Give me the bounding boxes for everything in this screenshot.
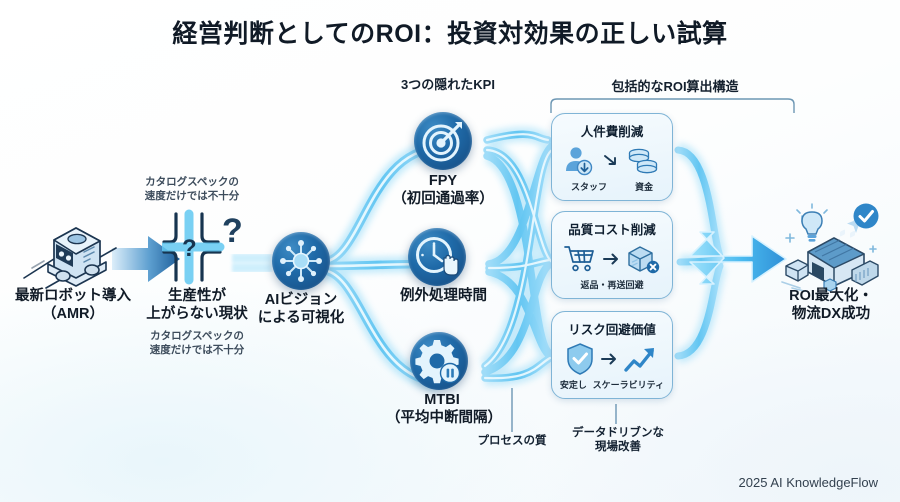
roi-card-risk-avoidance[interactable]: リスク回避価値 安定し スケーラビリティ	[551, 311, 673, 399]
annotation-process-quality: プロセスの質	[457, 434, 567, 448]
problem-caption: 生産性が 上がらない現状	[142, 288, 252, 323]
box-cancel-icon	[628, 246, 660, 274]
kpi-caption-fpy: FPY （初回通過率）	[388, 173, 498, 208]
robot-label-line2: （AMR）	[41, 305, 105, 322]
kpi-node-exception-time	[408, 228, 466, 286]
kpi-name-fpy: FPY	[428, 173, 458, 189]
footer-credit: 2025 AI KnowledgeFlow	[738, 475, 878, 490]
problem-note-above-line2: 速度だけでは不十分	[144, 189, 240, 202]
svg-text:?: ?	[182, 235, 197, 262]
problem-note-above: カタログスペックの 速度だけでは不十分	[132, 176, 252, 203]
kpi-sub-fpy: （初回通過率）	[392, 190, 494, 207]
gear-pause-icon	[415, 340, 461, 384]
roi-card-foot-risk: 安定し スケーラビリティ	[557, 378, 667, 391]
roi-card-quality-cost[interactable]: 品質コスト削減	[551, 211, 673, 299]
staff-down-icon	[566, 147, 593, 176]
problem-note-below-line1: カタログスペックの	[150, 330, 244, 342]
ai-label-line1: AIビジョン	[264, 292, 338, 308]
network-hub-icon	[280, 240, 322, 282]
problem-note-below: カタログスペックの 速度だけでは不十分	[137, 330, 257, 357]
roi-card-foot-quality: 返品・再送回避	[557, 278, 667, 291]
trend-up-icon	[624, 348, 654, 372]
goal-caption: ROI最大化・ 物流DX成功	[766, 288, 896, 323]
clock-hand-icon	[416, 237, 459, 276]
problem-note-above-line1: カタログスペックの	[145, 176, 239, 188]
roi-card-labor-cost[interactable]: 人件費削減 スタ	[551, 113, 673, 201]
annotation-process-quality-line1: プロセスの質	[477, 435, 547, 447]
crossroads-question-icon: ? ?	[159, 208, 248, 286]
roi-card-right-label-risk: スケーラビリティ	[592, 380, 665, 390]
kpi-node-fpy	[414, 112, 472, 170]
ai-label-line2: による可視化	[257, 309, 345, 326]
roi-card-icons-labor	[557, 143, 667, 179]
roi-card-title-risk: リスク回避価値	[568, 323, 656, 337]
warehouse-success-icon	[778, 196, 884, 293]
roi-card-caption-quality: 返品・再送回避	[580, 280, 644, 290]
kpi-name-mtbi: MTBI	[424, 392, 460, 408]
problem-note-below-line2: 速度だけでは不十分	[149, 343, 245, 356]
roi-card-icons-quality	[557, 241, 667, 277]
shield-check-icon	[567, 343, 593, 375]
kpi-caption-exception-time: 例外処理時間	[386, 288, 501, 306]
ai-caption: AIビジョン による可視化	[249, 292, 353, 327]
roi-card-left-label-labor: スタッフ	[570, 182, 607, 192]
kpi-node-mtbi	[410, 332, 468, 390]
arrow-right-small-icon	[603, 253, 618, 265]
coins-icon	[628, 148, 658, 174]
svg-text:?: ?	[222, 212, 243, 250]
target-icon	[422, 122, 462, 162]
roi-section-heading: 包括的なROI算出構造	[611, 79, 739, 94]
goal-label-line1: ROI最大化・	[789, 288, 873, 304]
kpi-sub-mtbi: （平均中断間隔）	[386, 409, 502, 426]
roi-card-title-quality: 品質コスト削減	[568, 223, 656, 237]
kpi-caption-mtbi: MTBI （平均中断間隔）	[386, 392, 502, 427]
roi-card-right-label-labor: 資金	[634, 182, 653, 192]
problem-label-line1: 生産性が	[168, 288, 226, 304]
roi-card-left-label-risk: 安定し	[559, 380, 587, 390]
annotation-data-driven-line2: 現場改善	[595, 441, 641, 454]
amr-robot-icon	[18, 212, 128, 292]
arrow-right-small-icon	[604, 155, 616, 165]
roi-card-icons-risk	[557, 341, 667, 377]
goal-label-line2: 物流DX成功	[791, 305, 871, 322]
roi-card-foot-labor: スタッフ 資金	[557, 180, 667, 193]
convergence-arrow-right	[689, 231, 787, 285]
shopping-cart-icon	[564, 246, 594, 272]
annotation-data-driven-line1: データドリブンな	[572, 427, 664, 439]
arrow-right-small-icon	[601, 353, 616, 365]
problem-label-line2: 上がらない現状	[146, 305, 248, 322]
kpi-section-heading: 3つの隠れたKPI	[401, 77, 495, 92]
kpi-name-exception-time: 例外処理時間	[400, 288, 487, 304]
ai-vision-node	[272, 232, 330, 290]
roi-bracket	[550, 98, 795, 113]
page-title: 経営判断としてのROI：投資対効果の正しい試算	[172, 20, 728, 48]
robot-label-line1: 最新ロボット導入	[15, 288, 131, 304]
robot-caption: 最新ロボット導入 （AMR）	[3, 288, 143, 323]
roi-card-title-labor: 人件費削減	[580, 125, 644, 139]
annotation-data-driven: データドリブンな 現場改善	[558, 426, 678, 455]
